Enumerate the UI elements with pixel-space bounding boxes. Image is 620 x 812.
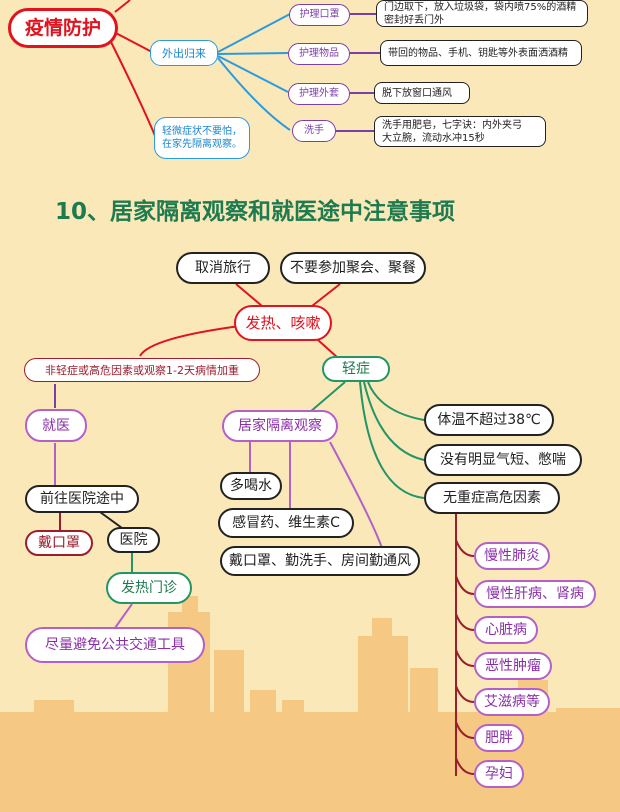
link-mild-breath [363,381,425,461]
node-hygiene: 戴口罩、勤洗手、房间勤通风 [220,546,420,576]
note-hand-wash: 洗手用肥皂，七字诀：内外夹弓 大立腕，流动水冲15秒 [374,116,546,147]
node-wear-mask: 戴口罩 [25,530,93,556]
link-risk-2 [455,575,475,595]
risk-aids: 艾滋病等 [474,688,550,716]
item-mask-care: 护理口罩 [289,4,350,26]
link-mild-risk [359,381,425,499]
link-center-mild [317,339,339,359]
link-risk-5 [455,685,475,703]
node-cold-medicine: 感冒药、维生素C [218,508,354,538]
criterion-breathing: 没有明显气短、憋喘 [424,444,582,476]
center-fever-cough: 发热、咳嗽 [234,305,332,341]
note-no-gathering: 不要参加聚会、聚餐 [280,252,426,284]
note-coat-care: 脱下放窗口通风 [374,82,470,104]
risk-heart-disease: 心脏病 [474,616,538,644]
item-belongings-care: 护理物品 [288,43,350,65]
note-mask-care: 门边取下，放入垃圾袋，袋内喷75%的酒精 密封好丢门外 [376,0,588,27]
risk-liver-kidney: 慢性肝病、肾病 [474,580,596,608]
branch-outgoing: 外出归来 [150,40,218,66]
link-risk-3 [455,613,475,631]
node-seek-care: 就医 [25,409,87,442]
link-risk-4 [455,649,475,667]
link-risk-1 [455,539,475,557]
risk-cancer: 恶性肿瘤 [474,652,552,680]
link-mild-home [309,381,346,413]
link-risk-6 [455,721,475,739]
root-node-epidemic-protection: 疫情防护 [8,8,118,48]
section-title: 10、居家隔离观察和就医途中注意事项 [55,199,456,225]
node-home-observation: 居家隔离观察 [222,410,338,442]
condition-severe: 非轻症或高危因素或观察1-2天病情加重 [24,358,260,382]
link-clinic-transit [114,603,133,629]
link-center-severe [139,325,241,357]
item-coat-care: 护理外套 [288,83,350,105]
link-gathering-center [311,283,341,307]
item-hand-wash: 洗手 [292,120,336,142]
link-home-masks [329,441,383,549]
node-drink-water: 多喝水 [220,472,282,500]
link-travel-center [235,283,263,307]
link-outgoing-mask [217,13,291,53]
risk-chronic-pneumonia: 慢性肺炎 [474,542,550,570]
link-root-top [114,0,131,13]
link-root-mild [109,39,157,139]
link-outgoing-coat [217,55,289,93]
node-fever-clinic: 发热门诊 [106,572,192,604]
link-route-hospital [99,511,123,529]
link-mild-temp [367,381,425,421]
note-belongings-care: 带回的物品、手机、钥匙等外表面洒酒精 [380,40,582,66]
node-avoid-public-transport: 尽量避免公共交通工具 [25,627,205,663]
risk-obesity: 肥胖 [474,724,524,752]
note-cancel-travel: 取消旅行 [176,252,270,284]
link-outgoing-wash [217,57,291,131]
node-en-route: 前往医院途中 [25,485,139,513]
criterion-no-risk-factors: 无重症高危因素 [424,482,560,514]
criterion-temperature: 体温不超过38℃ [424,404,554,436]
branch-mild-case: 轻症 [322,356,390,382]
link-outgoing-items [217,52,289,55]
link-risk-7 [455,757,475,775]
risk-pregnancy: 孕妇 [474,760,524,788]
node-hospital: 医院 [107,527,160,553]
branch-mild-symptoms: 轻微症状不要怕， 在家先隔离观察。 [154,117,250,159]
